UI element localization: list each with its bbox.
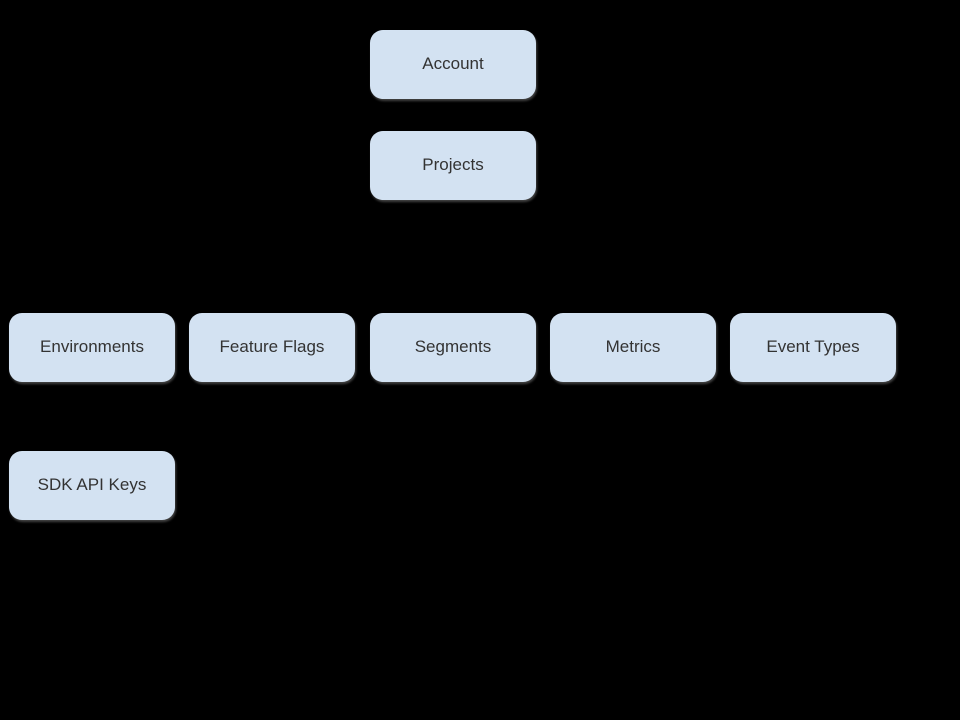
node-environments-label: Environments	[40, 337, 144, 357]
node-metrics-label: Metrics	[605, 337, 661, 357]
node-account-label: Account	[422, 54, 484, 74]
node-projects: Projects	[370, 131, 536, 200]
node-environments: Environments	[9, 313, 175, 382]
node-projects-label: Projects	[422, 155, 484, 175]
node-account: Account	[370, 30, 536, 99]
node-segments: Segments	[370, 313, 536, 382]
node-sdk-api-keys: SDK API Keys	[9, 451, 175, 520]
node-segments-label: Segments	[414, 337, 492, 357]
node-feature-flags: Feature Flags	[189, 313, 355, 382]
node-event-types: Event Types	[730, 313, 896, 382]
node-metrics: Metrics	[550, 313, 716, 382]
node-sdk-api-keys-label: SDK API Keys	[37, 475, 147, 495]
node-feature-flags-label: Feature Flags	[219, 337, 325, 357]
node-event-types-label: Event Types	[766, 337, 860, 357]
